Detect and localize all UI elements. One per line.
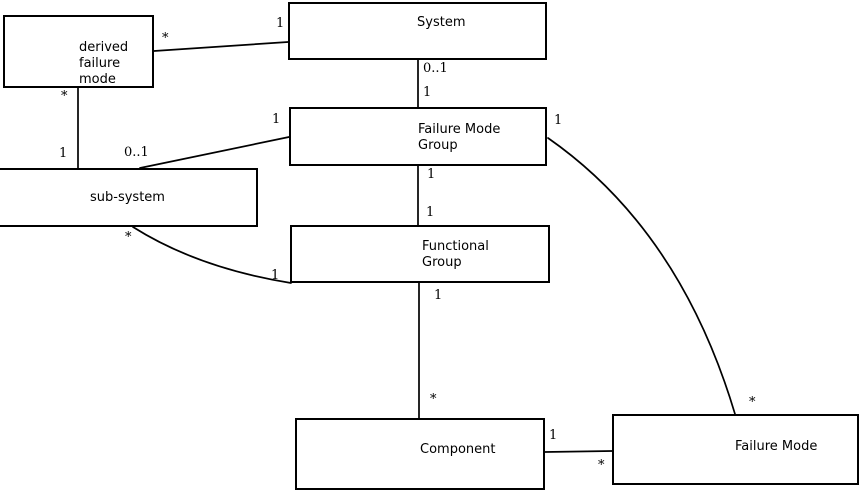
cardinality-fmg-fm-near-fmg: 1 [554,113,563,128]
connector-derived-failure-mode-system [153,41,289,52]
cardinality-subsystem-fmg-near-fmg: 1 [272,112,281,127]
entity-derived-failure-mode: derived failure mode [3,15,154,88]
entity-label-sub-system: sub-system [90,190,165,205]
cardinality-fmg-fg-near-fg: 1 [426,205,435,220]
cardinality-component-fm-near-fm: * [598,458,605,473]
cardinality-subsystem-fg-near-subsystem: * [125,230,132,245]
cardinality-component-fm-near-component: 1 [549,428,558,443]
entity-label-functional-group: Functional Group [422,239,489,270]
cardinality-dfm-subsystem-near-dfm: * [61,89,68,104]
connector-sub-system-failure-mode-group [139,136,290,169]
entity-label-system: System [417,15,466,30]
cardinality-system-fmg-near-system: 0..1 [423,61,448,76]
cardinality-subsystem-fmg-near-subsystem: 0..1 [124,145,149,160]
entity-label-failure-mode: Failure Mode [735,439,818,454]
connector-component-failure-mode [544,450,613,453]
cardinality-fg-component-near-fg: 1 [434,288,443,303]
entity-label-component: Component [420,442,496,457]
entity-component: Component [295,418,545,490]
entity-sub-system: sub-system [0,168,258,227]
cardinality-system-fmg-near-fmg: 1 [423,85,432,100]
entity-label-failure-mode-group: Failure Mode Group [418,122,501,153]
entity-failure-mode-group: Failure Mode Group [289,107,547,166]
cardinality-fmg-fg-near-fmg: 1 [427,167,436,182]
entity-failure-mode: Failure Mode [612,414,859,485]
cardinality-fmg-fm-near-fm: * [749,395,756,410]
cardinality-dfm-system-near-dfm: * [162,31,169,46]
entity-label-derived-failure-mode: derived failure mode [79,40,129,87]
cardinality-subsystem-fg-near-fg: 1 [271,268,280,283]
connector-sub-system-functional-group [132,226,292,284]
entity-system: System [288,2,547,60]
connector-failure-mode-group-failure-mode [547,137,736,415]
entity-functional-group: Functional Group [290,225,550,283]
cardinality-dfm-system-near-system: 1 [276,16,285,31]
cardinality-dfm-subsystem-near-subsystem: 1 [59,146,68,161]
cardinality-fg-component-near-component: * [430,392,437,407]
